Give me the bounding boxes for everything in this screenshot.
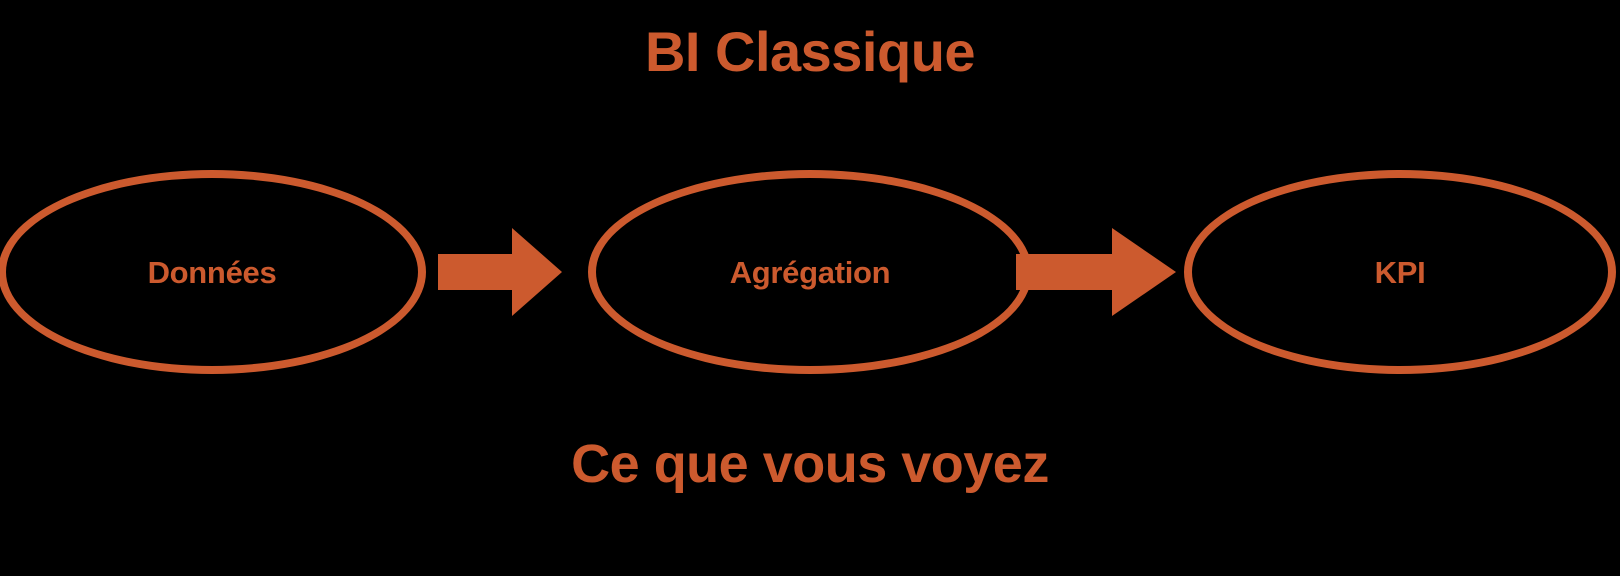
flow-node-kpi[interactable]: KPI (1184, 170, 1616, 374)
flow-node-label: KPI (1374, 254, 1426, 290)
flow-node-donnees[interactable]: Données (0, 170, 426, 374)
right-arrow-icon (1016, 228, 1176, 316)
flow-node-label: Données (147, 254, 277, 290)
flow-node-agregation[interactable]: Agrégation (588, 170, 1032, 374)
flow-node-label: Agrégation (729, 254, 891, 290)
diagram-caption: Ce que vous voyez (571, 434, 1049, 494)
right-arrow-icon (438, 228, 562, 316)
page-title: BI Classique (644, 20, 976, 83)
